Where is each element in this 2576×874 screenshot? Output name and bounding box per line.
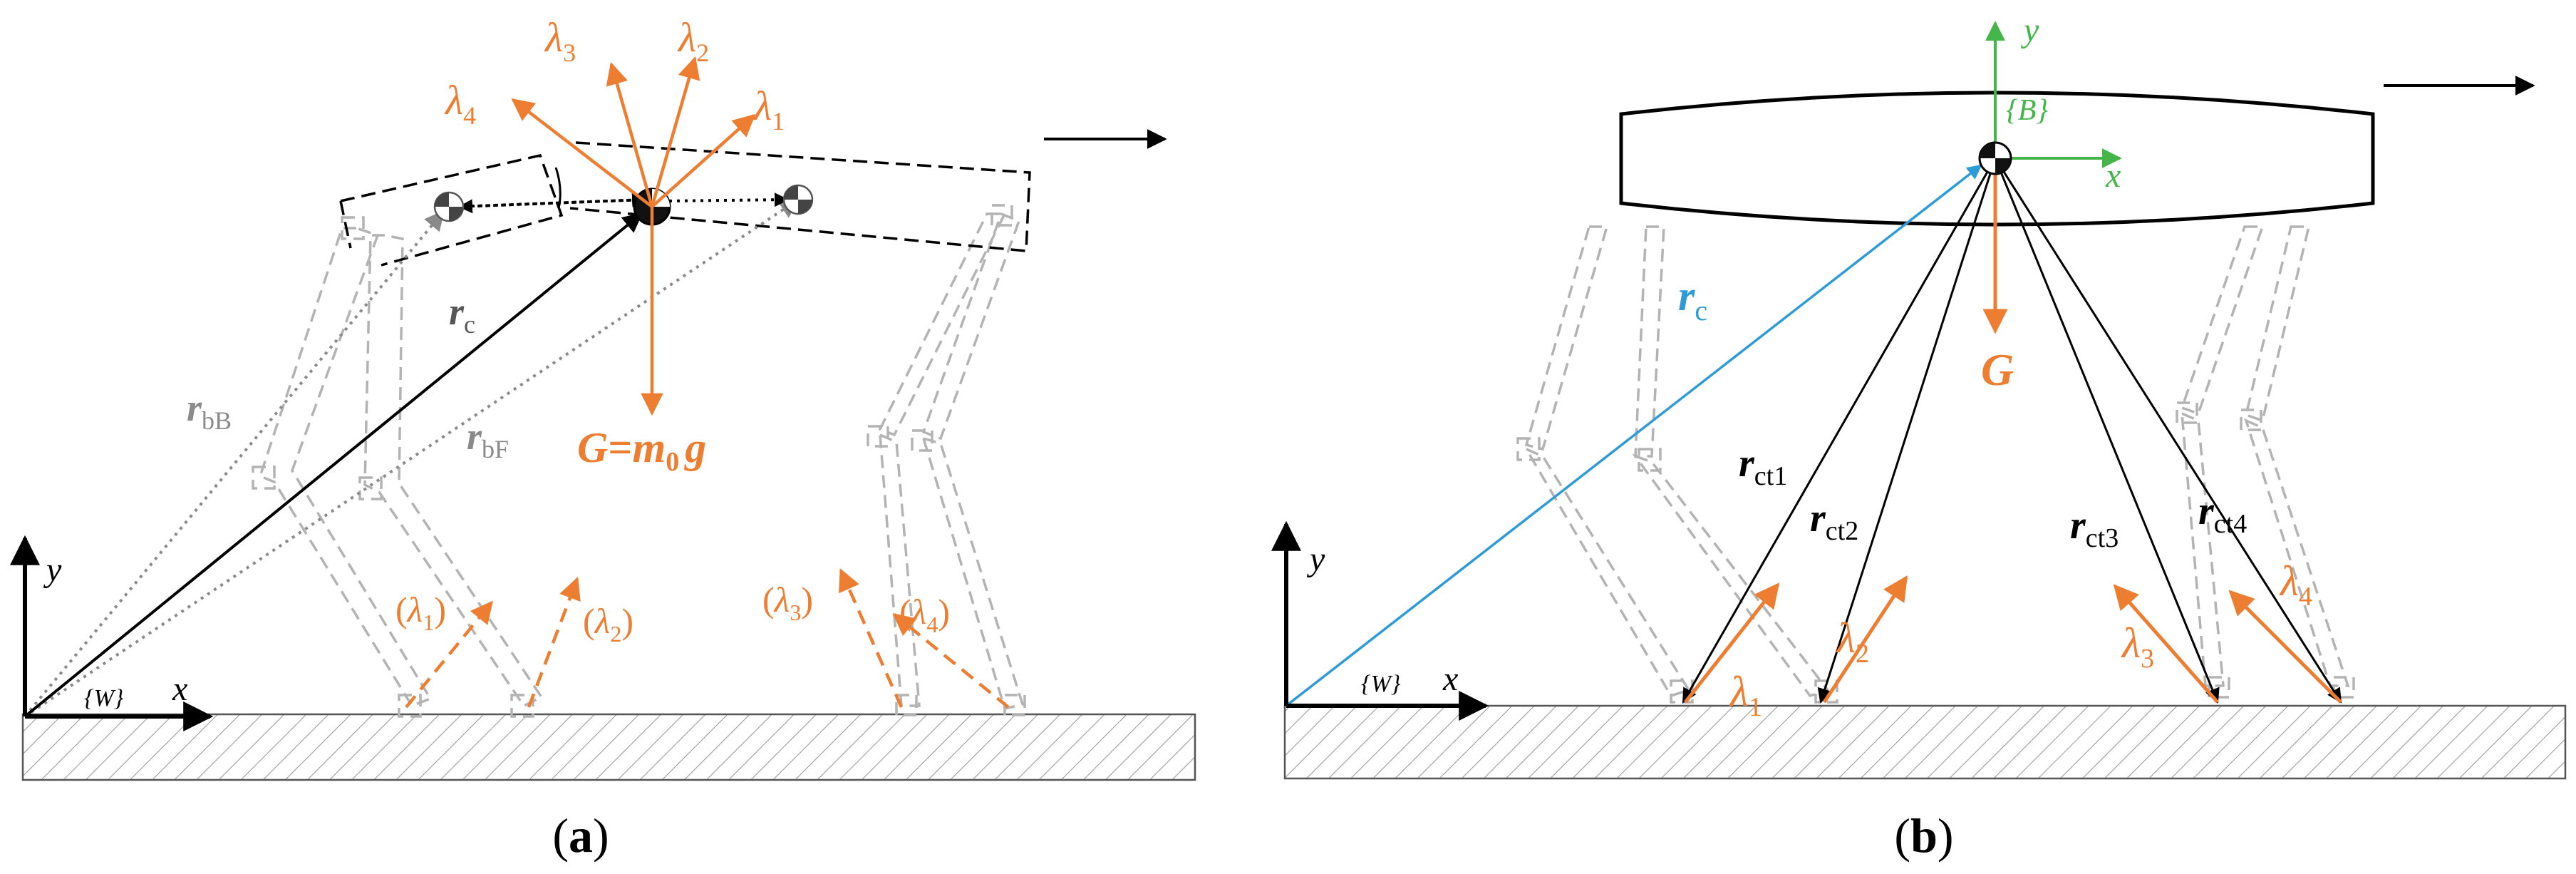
y-axis-label-a: y [43, 551, 62, 589]
axes-b [1271, 520, 1489, 721]
rct1-label-b: rct1 [1739, 441, 1787, 491]
com-marker-b [1978, 141, 2012, 175]
rct2-label-b: rct2 [1810, 496, 1858, 546]
world-frame-label-a: {W} [84, 685, 124, 711]
lambda-arrows-a [511, 56, 756, 416]
panel-b: rc rct1 rct2 rct3 rct4 G λ1 λ2 λ3 λ4 y x… [1271, 11, 2567, 863]
caption-b: (b) [1894, 808, 1953, 863]
legs-front-a [867, 204, 1026, 716]
rct-vectors-b [1682, 158, 2342, 704]
y-axis-label-b: y [1306, 540, 1325, 578]
legs-back-b [1516, 225, 1838, 704]
rct3-label-b: rct3 [2070, 503, 2119, 553]
joint-arc-a [554, 167, 562, 209]
foot-force-label-a-1: (λ1) [395, 590, 446, 635]
com-markers-a [433, 184, 814, 226]
body-frame-axes-b [1985, 21, 2122, 168]
body-links-a [455, 192, 789, 214]
lambda-arrows-b [1684, 575, 2342, 704]
gravity-label-b: G [1981, 344, 2014, 395]
body-x-label-b: x [2105, 157, 2121, 195]
rc-label-a: rc [449, 290, 475, 339]
body-frame-label-b: {B} [2006, 94, 2048, 127]
legs-back-a [252, 216, 544, 718]
body-y-label-b: y [2020, 11, 2039, 49]
foot-force-arrows-a [405, 568, 1010, 709]
lambda-label-b-2: λ2 [1836, 615, 1869, 669]
rc-vector-a [24, 212, 643, 718]
panel-a: λ1 λ2 λ3 λ4 (λ1) (λ2) (λ3) (λ4) G=m0g rc… [9, 14, 1196, 863]
body-a [339, 141, 1031, 267]
axes-a [9, 535, 214, 731]
lambda-label-a-3: λ3 [544, 14, 576, 67]
rbF-label-a: rbF [467, 415, 509, 463]
lambda-label-a-2: λ2 [677, 14, 709, 67]
ground-a [21, 713, 1196, 781]
legs-front-b [2176, 225, 2355, 699]
ground-b [1283, 704, 2567, 780]
rct4-label-b: rct4 [2198, 489, 2247, 539]
x-axis-label-b: x [1442, 660, 1458, 698]
caption-a: (a) [552, 808, 609, 863]
foot-force-label-a-2: (λ2) [583, 601, 633, 647]
lambda-label-b-4: λ4 [2279, 557, 2312, 612]
dotted-vectors-a [24, 198, 800, 718]
lambda-label-a-1: λ1 [752, 83, 785, 135]
lambda-label-b-1: λ1 [1729, 668, 1762, 722]
x-axis-label-a: x [172, 670, 187, 708]
foot-force-label-a-4: (λ4) [899, 592, 950, 637]
rc-vector-b [1285, 164, 1982, 707]
lambda-label-a-4: λ4 [444, 77, 476, 130]
foot-force-label-a-3: (λ3) [762, 580, 813, 625]
rc-label-b: rc [1678, 272, 1707, 327]
lambda-label-b-3: λ3 [2121, 619, 2154, 674]
rbB-label-a: rbB [187, 386, 232, 435]
world-frame-label-b: {W} [1361, 671, 1401, 697]
